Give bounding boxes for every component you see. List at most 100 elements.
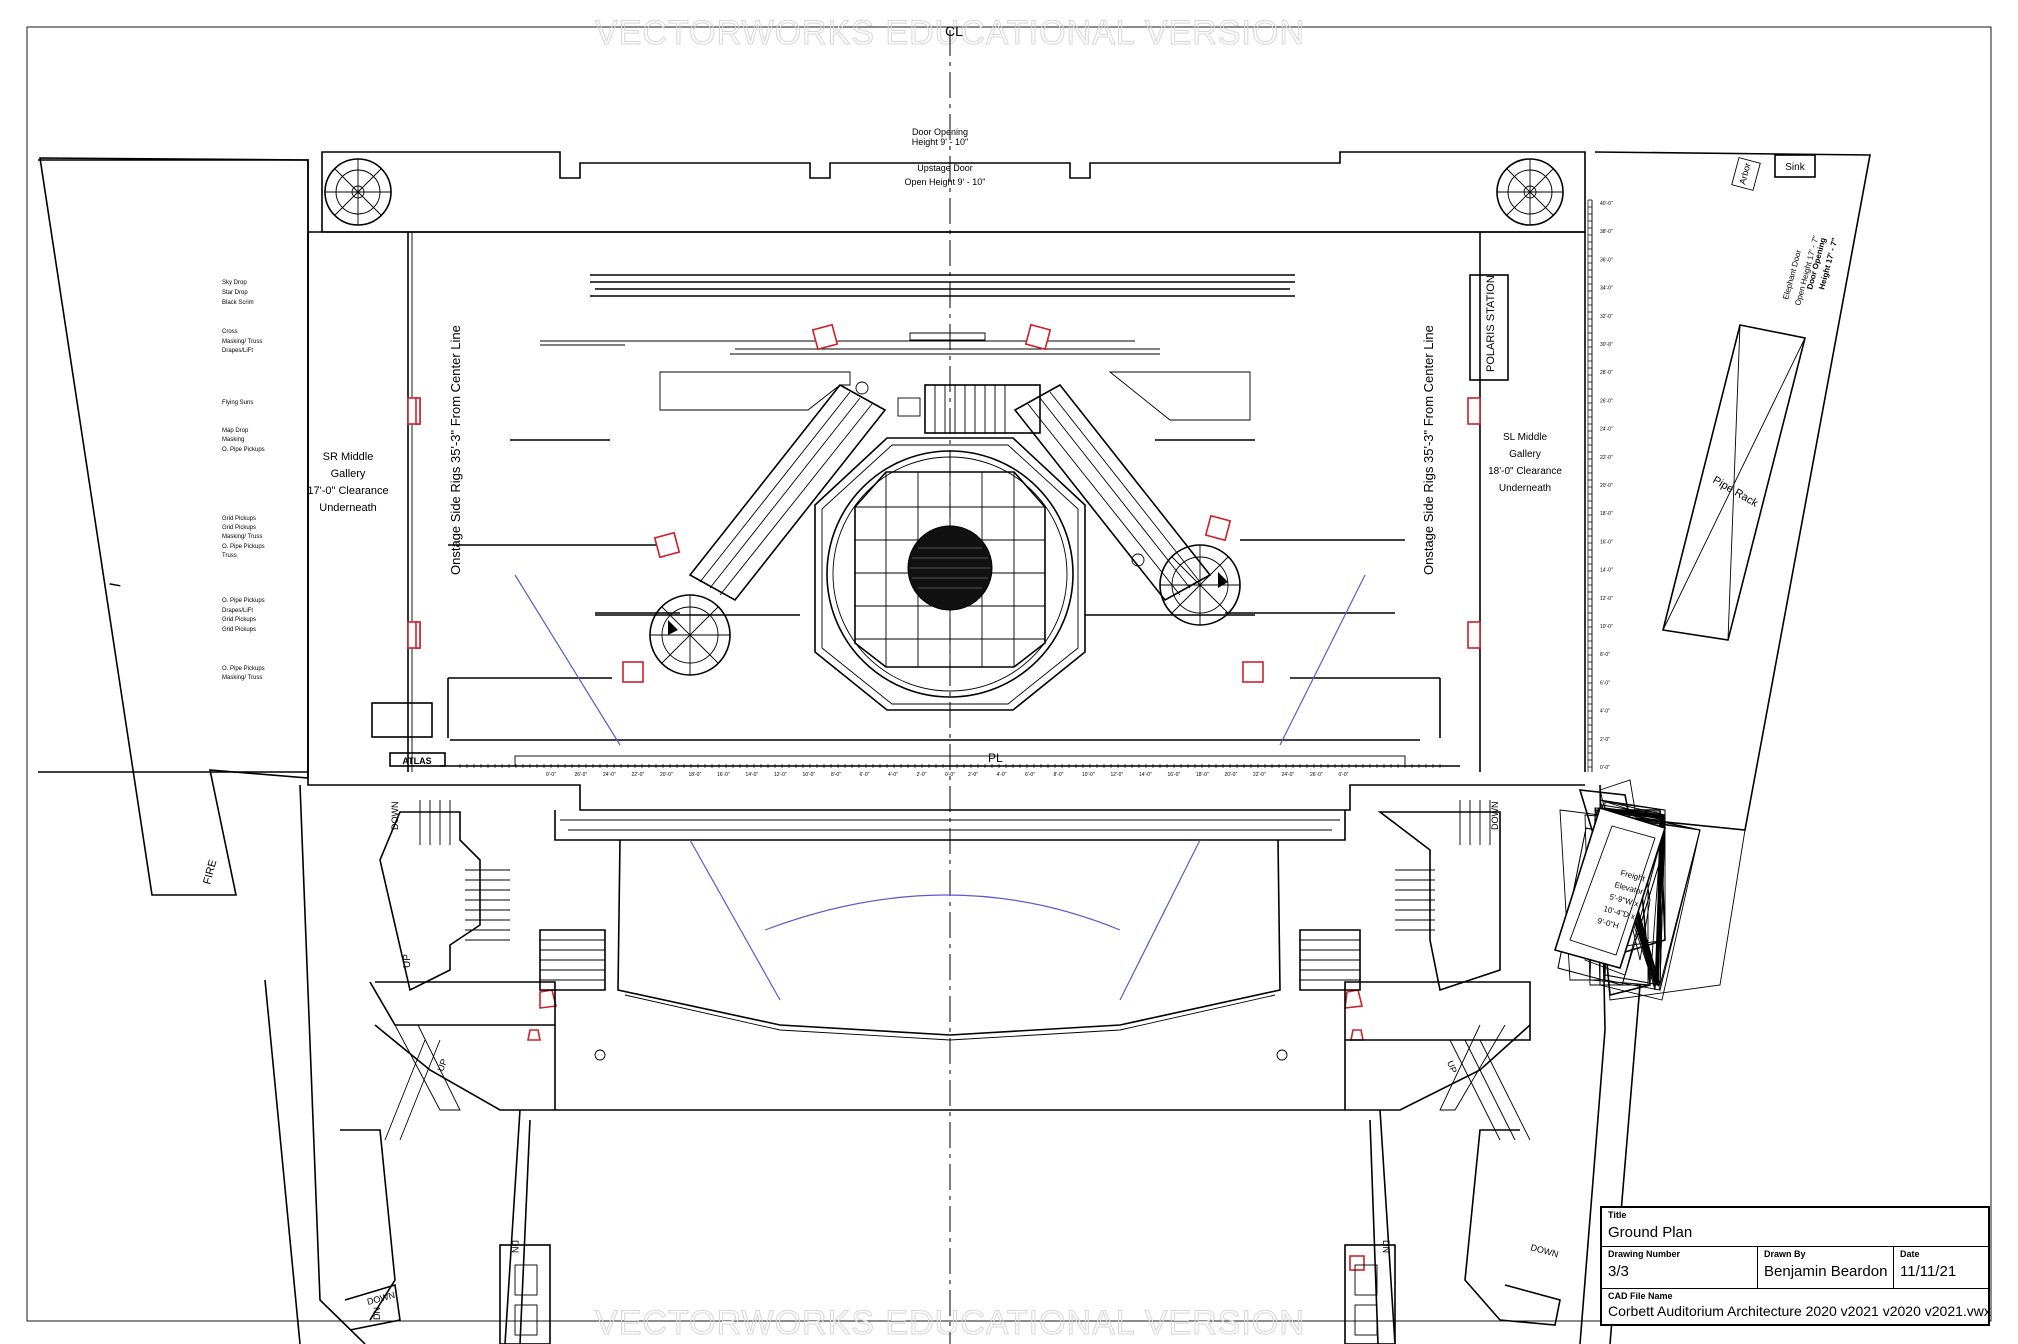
- sl-gallery-label: Gallery: [1509, 449, 1541, 460]
- date-cell: Date 11/11/21: [1894, 1246, 1990, 1288]
- up-label-sr: UP: [402, 954, 413, 968]
- scale-label-left: 12'-0": [774, 772, 787, 778]
- polaris-label: POLARIS STATION: [1485, 275, 1497, 372]
- onstage-rigs-label-sr: Onstage Side Rigs 35'-3" From Center Lin…: [448, 325, 463, 575]
- scale-label-left: 0'-0": [546, 772, 556, 778]
- stage-manager-panel: [371, 702, 433, 738]
- centerline-symbol: CL: [945, 23, 963, 39]
- atlas-box: [389, 752, 446, 767]
- depth-scale-label: 24'-0": [1600, 427, 1613, 433]
- scale-label-left: 0'-0": [945, 772, 955, 778]
- freight-elevator: [1553, 807, 1667, 969]
- polaris-station: [1469, 274, 1509, 381]
- scale-label-left: 18'-0": [689, 772, 702, 778]
- scale-label-left: 22'-0": [632, 772, 645, 778]
- scale-label-left: 14'-0": [746, 772, 759, 778]
- fly-rail-symbol: I: [107, 581, 125, 588]
- sl-underneath-label: Underneath: [1499, 483, 1551, 494]
- stage-depth-scale: 40'-0"38'-0"36'-0"34'-0"32'-0"30'-0"28'-…: [1587, 199, 1613, 772]
- lineset-item: Sky Drop: [222, 280, 247, 286]
- lineset-item: Grid Pickups: [222, 516, 256, 522]
- drawn-by-cell: Drawn By Benjamin Beardon: [1758, 1246, 1894, 1288]
- title-label: Title: [1608, 1210, 1627, 1220]
- scale-label-right: 26'-0": [1310, 772, 1323, 778]
- depth-scale-label: 36'-0": [1600, 257, 1613, 263]
- scale-label-right: 20'-0": [1225, 772, 1238, 778]
- title-block: Title Ground Plan Drawing Number 3/3 Dra…: [1600, 1206, 1991, 1326]
- dn-label-sl: DN: [1381, 1240, 1391, 1253]
- drawing-date: 11/11/21: [1900, 1263, 1957, 1280]
- scale-label-right: 22'-0": [1253, 772, 1266, 778]
- scale-label-left: 2'-0": [917, 772, 927, 778]
- center-lift: [814, 437, 1086, 711]
- onstage-rigs-label-sl: Onstage Side Rigs 35'-3" From Center Lin…: [1421, 325, 1436, 575]
- depth-scale-label: 22'-0": [1600, 455, 1613, 461]
- lineset-item: Flying Suns: [222, 400, 253, 406]
- scale-label-left: 26'-0": [575, 772, 588, 778]
- depth-scale-label: 26'-0": [1600, 398, 1613, 404]
- cad-file-name: Corbett Auditorium Architecture 2020 v20…: [1608, 1303, 1991, 1319]
- upstage-stair-unit: [924, 384, 1041, 434]
- depth-scale-label: 28'-0": [1600, 370, 1613, 376]
- depth-scale-label: 14'-0": [1600, 568, 1613, 574]
- depth-scale-label: 12'-0": [1600, 596, 1613, 602]
- lineset-item: Masking: [222, 437, 244, 443]
- upstage-battens: [590, 274, 1295, 297]
- sr-underneath-label: Underneath: [319, 502, 377, 514]
- depth-scale-label: 10'-0": [1600, 624, 1613, 630]
- spiral-stair-sl: [1159, 544, 1241, 626]
- drawing-title: Ground Plan: [1608, 1224, 1693, 1241]
- scale-label-left: 16'-0": [717, 772, 730, 778]
- up-label-sl-house: UP: [1445, 1059, 1459, 1074]
- depth-scale-label: 4'-0": [1600, 709, 1610, 715]
- fire-label: FIRE: [201, 858, 219, 885]
- scale-label-right: 8'-0": [1054, 772, 1064, 778]
- lineset-item: Black Scrim: [222, 300, 254, 306]
- lineset-item: O. Pipe Pickups: [222, 447, 265, 453]
- scale-label-left: 6'-0": [860, 772, 870, 778]
- sr-middle-label: SR Middle: [323, 451, 374, 463]
- depth-scale-label: 30'-0": [1600, 342, 1613, 348]
- lineset-item: Grid Pickups: [222, 627, 256, 633]
- date-label: Date: [1900, 1249, 1920, 1259]
- depth-scale-label: 0'-0": [1600, 765, 1610, 771]
- scale-label-right: 24'-0": [1282, 772, 1295, 778]
- arbor-box: [1731, 157, 1761, 191]
- scale-label-left: 8'-0": [831, 772, 841, 778]
- dn-label-sr-corner: DN: [372, 1307, 382, 1320]
- sr-clearance-label: 17'-0" Clearance: [307, 485, 388, 497]
- scale-ticks: [459, 764, 1441, 768]
- dn-label-sr: DN: [510, 1240, 520, 1253]
- scale-label-right: 14'-0": [1139, 772, 1152, 778]
- lineset-item: Map Drop: [222, 428, 249, 434]
- sl-clearance-label: 18'-0" Clearance: [1488, 466, 1562, 477]
- stair-sl-vom: [1299, 800, 1501, 992]
- depth-scale-label: 8'-0": [1600, 652, 1610, 658]
- lineset-item: O. Pipe Pickups: [222, 544, 265, 550]
- stair-sr-vom: [379, 800, 606, 992]
- cad-file-cell: CAD File Name Corbett Auditorium Archite…: [1602, 1288, 1991, 1326]
- depth-scale-label: 2'-0": [1600, 737, 1610, 743]
- sink-box: [1774, 154, 1816, 178]
- lineset-item: Truss: [222, 553, 237, 559]
- drawn-by: Benjamin Beardon: [1764, 1263, 1888, 1280]
- lineset-item: Star Drop: [222, 290, 248, 296]
- upstage-door-height-label: Open Height 9' - 10": [905, 177, 986, 187]
- scale-label-left: 24'-0": [603, 772, 616, 778]
- scale-label-left: 4'-0": [888, 772, 898, 778]
- lineset-item: Masking/ Truss: [222, 675, 262, 681]
- depth-scale-label: 34'-0": [1600, 286, 1613, 292]
- drawing-number-cell: Drawing Number 3/3: [1602, 1246, 1758, 1288]
- scale-label-right: 10'-0": [1082, 772, 1095, 778]
- scale-label-right: 16'-0": [1168, 772, 1181, 778]
- cad-file-label: CAD File Name: [1608, 1291, 1673, 1301]
- depth-scale-label: 38'-0": [1600, 229, 1613, 235]
- depth-scale-label: 20'-0": [1600, 483, 1613, 489]
- door-height-label: Height 9' - 10": [912, 137, 968, 147]
- scale-label-left: 10'-0": [803, 772, 816, 778]
- lineset-item: O. Pipe Pickups: [222, 666, 265, 672]
- scale-label-right: 18'-0": [1196, 772, 1209, 778]
- drawing-number-label: Drawing Number: [1608, 1249, 1681, 1259]
